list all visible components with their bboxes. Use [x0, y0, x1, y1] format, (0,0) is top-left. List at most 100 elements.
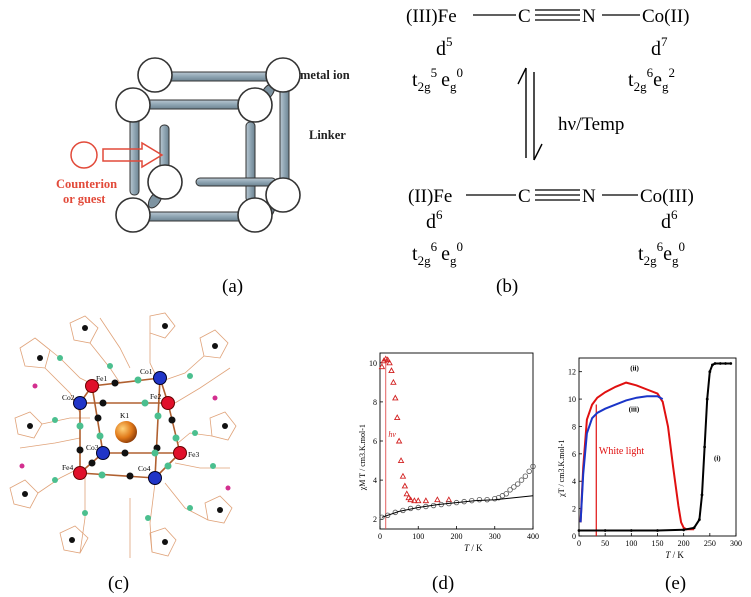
k1-label: K1	[120, 411, 129, 420]
co2-atom	[73, 396, 87, 410]
x-tick-label: 200	[678, 539, 690, 548]
x-tick-label: 150	[652, 539, 664, 548]
caption-d: (d)	[432, 573, 455, 594]
data-point	[526, 468, 532, 475]
data-point	[411, 497, 418, 504]
data-point	[507, 487, 513, 493]
caption-a: (a)	[222, 276, 244, 297]
y-tick-label: 8	[572, 422, 576, 431]
fe2-atom	[161, 396, 175, 410]
data-point	[603, 529, 607, 532]
co1-label: Co1	[140, 367, 153, 376]
series-line	[381, 495, 534, 518]
data-point	[518, 477, 525, 483]
fe4-label: Fe4	[62, 463, 74, 472]
data-point	[422, 497, 430, 504]
data-point	[697, 518, 701, 521]
ligand-bonds	[9, 312, 237, 558]
y-tick-label: 8	[373, 398, 377, 407]
data-point	[492, 495, 498, 502]
bridging-atoms	[19, 323, 231, 545]
x-tick-label: 0	[577, 539, 581, 548]
series-line	[579, 362, 731, 532]
y-tick-label: 4	[572, 477, 576, 486]
counterion-circle	[70, 141, 98, 169]
white-light-label: White light	[599, 446, 644, 457]
caption-c: (c)	[108, 573, 130, 594]
caption-b: (b)	[496, 276, 519, 297]
counterion-arrow	[102, 141, 164, 169]
series-line	[579, 395, 664, 523]
metal-centers	[73, 371, 187, 485]
data-point	[724, 362, 727, 365]
fe2-label: Fe2	[150, 392, 162, 401]
config-t2g6-eg0-right: t2g6eg0	[638, 239, 685, 268]
co4-label: Co4	[138, 464, 151, 473]
co1-atom	[153, 371, 167, 385]
caption-e: (e)	[665, 573, 687, 594]
config-d6-right: d6	[661, 207, 678, 233]
data-point	[379, 514, 385, 520]
data-point	[718, 362, 722, 365]
series-ii-label: (ii)	[630, 364, 639, 372]
data-point	[403, 490, 411, 497]
data-point	[705, 397, 709, 401]
linker	[279, 81, 290, 189]
metal-ion-label: metal ion	[300, 68, 350, 82]
data-point	[390, 378, 397, 385]
linker	[129, 114, 140, 196]
c-atom-label: C	[518, 6, 531, 27]
metal-ion	[265, 177, 301, 213]
panel-a: metal ion Linker Counterion or guest	[0, 0, 380, 300]
data-point	[399, 472, 407, 479]
fe3-label: Fe3	[188, 450, 200, 459]
data-point	[386, 359, 393, 366]
x-tick-label: 200	[451, 532, 463, 541]
metal-ion	[115, 87, 151, 123]
x-tick-label: 250	[704, 539, 716, 548]
data-point	[388, 367, 395, 374]
metal-ion	[147, 164, 183, 200]
data-point	[514, 481, 521, 487]
linker	[163, 71, 271, 82]
equilibrium-arrows	[517, 67, 543, 161]
x-tick-label: 300	[489, 532, 501, 541]
fe-iii-label: (III)Fe	[406, 6, 457, 27]
data-point	[711, 363, 714, 367]
data-point	[530, 463, 536, 470]
data-point	[577, 529, 581, 532]
linker	[195, 177, 277, 187]
guest-label: or guest	[63, 192, 106, 206]
metal-ion	[237, 197, 273, 233]
c-atom-label-bottom: C	[518, 186, 531, 207]
fe3-atom	[173, 446, 187, 460]
panel-c: Fe1 Co1 Co2 Fe2 K1 Co3 Fe3 Fe4 Co4	[0, 308, 250, 568]
cube-edges	[79, 377, 181, 479]
config-t2g6-eg2: t2g6eg2	[628, 65, 675, 94]
k1-atom	[115, 421, 137, 443]
x-tick-label: 100	[625, 539, 637, 548]
x-tick-label: 50	[601, 539, 609, 548]
x-tick-label: 100	[412, 532, 424, 541]
data-point	[395, 437, 403, 444]
n-atom-label: N	[582, 6, 596, 27]
data-point	[629, 529, 633, 532]
y-tick-label: 6	[572, 450, 576, 459]
linker	[145, 211, 253, 222]
data-point	[503, 491, 509, 497]
x-axis-label: T / K	[464, 543, 483, 553]
x-axis-label: T / K	[665, 550, 684, 560]
metal-ion	[237, 87, 273, 123]
data-point	[384, 356, 391, 363]
metal-ion	[115, 197, 151, 233]
n-atom-label-bottom: N	[582, 186, 596, 207]
y-tick-label: 6	[373, 437, 377, 446]
linker-label: Linker	[309, 128, 346, 142]
data-point	[378, 363, 386, 370]
data-point	[393, 414, 401, 420]
